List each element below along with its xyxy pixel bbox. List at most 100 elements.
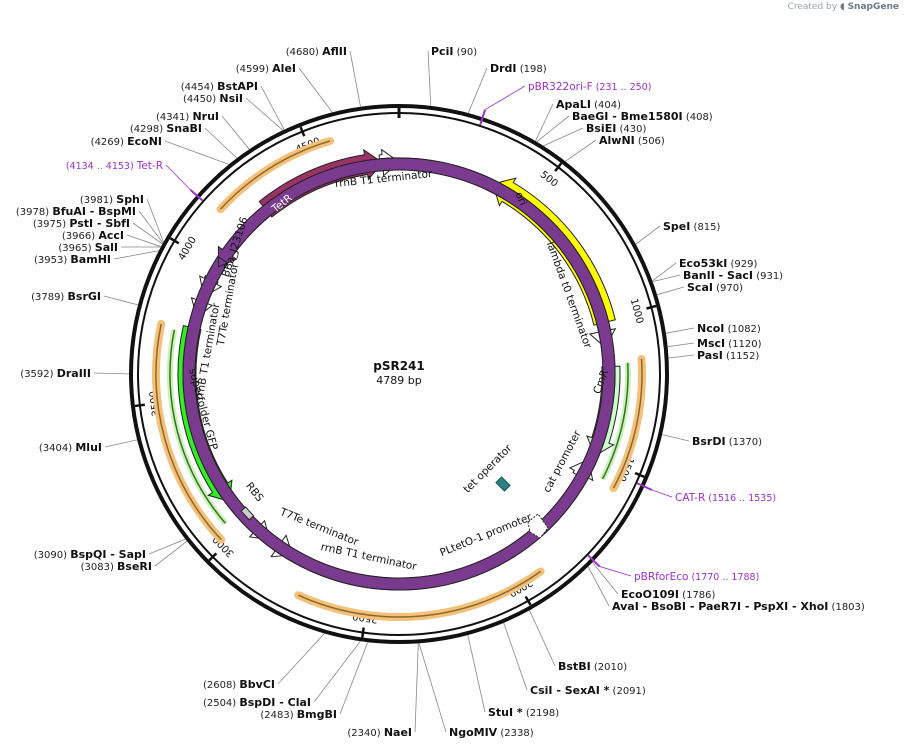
leader-line-group xyxy=(93,50,695,733)
restriction-site-label: (3953) BamHI xyxy=(34,253,111,266)
restriction-site-label: NgoMIV (2338) xyxy=(449,726,534,739)
restriction-site-label: (2340) NaeI xyxy=(347,726,412,739)
tick-mark xyxy=(208,552,218,562)
site-leader-line xyxy=(339,642,369,715)
site-leader-line xyxy=(245,97,284,131)
feature-label: T7Te terminator xyxy=(277,506,360,549)
tick-mark xyxy=(634,471,645,479)
restriction-site-label: (4450) NsiI xyxy=(183,92,243,105)
restriction-site-label: BstBI (2010) xyxy=(558,660,627,673)
restriction-site-label: (3965) SalI xyxy=(58,241,118,254)
site-leader-line xyxy=(529,610,556,667)
tick-mark xyxy=(299,126,306,137)
restriction-site-label: SpeI (815) xyxy=(663,220,721,233)
tick-mark xyxy=(646,304,657,310)
tick-mark xyxy=(169,237,180,245)
site-leader-line xyxy=(665,327,695,334)
site-leader-line xyxy=(667,342,695,348)
feature-arc xyxy=(612,358,643,489)
site-leader-line xyxy=(668,354,695,359)
restriction-site-label: (3975) PstI - SbfI xyxy=(33,217,130,230)
tick-label: 500 xyxy=(538,169,560,189)
restriction-site-label: ApaLI (404) xyxy=(556,98,621,111)
watermark-prefix: Created by xyxy=(787,2,838,12)
pltet-promoter-arrow xyxy=(527,513,549,539)
plasmid-length: 4789 bp xyxy=(376,374,421,387)
restriction-site-label: BsiEI (430) xyxy=(586,122,646,135)
restriction-site-label: Eco53kI (929) xyxy=(679,257,757,270)
site-leader-line xyxy=(656,286,685,296)
restriction-site-label: (3592) DraIII xyxy=(20,367,91,380)
restriction-site-label: (4298) SnaBI xyxy=(130,122,202,135)
restriction-site-label: (2483) BmgBI xyxy=(260,708,337,721)
restriction-site-label: AlwNI (506) xyxy=(599,134,665,147)
primer-leader-line xyxy=(651,489,673,498)
site-leader-line xyxy=(154,540,188,567)
tick-label: 4000 xyxy=(177,235,199,263)
tick-label: 1000 xyxy=(628,297,645,324)
rbs-marker xyxy=(240,506,255,521)
primer-label: (4134 .. 4153) Tet-R xyxy=(66,160,163,172)
site-leader-line xyxy=(592,562,619,595)
site-leader-line xyxy=(467,634,486,713)
restriction-site-label: (3966) AccI xyxy=(62,229,124,242)
restriction-site-label: (3978) BfuAI - BspMI xyxy=(16,205,136,218)
site-leader-line xyxy=(138,210,164,244)
tick-mark xyxy=(361,627,365,638)
restriction-site-label: CsiI - SexAI * (2091) xyxy=(530,684,646,697)
site-leader-line xyxy=(535,103,554,142)
restriction-site-label: MscI (1120) xyxy=(697,337,762,350)
site-leader-line xyxy=(104,439,138,448)
site-leader-line xyxy=(146,198,164,243)
site-leader-line xyxy=(221,115,250,150)
restriction-site-label: DrdI (198) xyxy=(490,62,547,75)
restriction-site-label: BanII - SacI (931) xyxy=(683,269,783,282)
site-leader-line xyxy=(164,140,229,165)
primer-site-mark xyxy=(189,189,204,202)
primer-label: pBRforEco (1770 .. 1788) xyxy=(634,571,759,583)
restriction-site-label: (3404) MluI xyxy=(39,441,102,454)
restriction-site-label: ScaI (970) xyxy=(687,281,743,294)
snapgene-logo-icon: ◖ xyxy=(839,2,845,12)
restriction-site-label: StuI * (2198) xyxy=(488,706,559,719)
primer-site-mark xyxy=(636,482,653,491)
site-leader-line xyxy=(427,50,432,106)
restriction-site-label: NcoI (1082) xyxy=(697,322,761,335)
site-leader-line xyxy=(204,127,238,159)
tick-mark xyxy=(524,595,532,606)
feature-label: RBS xyxy=(243,480,266,504)
site-leader-line xyxy=(652,274,681,282)
site-leader-line xyxy=(635,225,661,245)
site-leader-line xyxy=(93,372,130,375)
site-leader-line xyxy=(587,566,610,607)
restriction-site-label: (2504) BspDI - ClaI xyxy=(203,696,311,709)
feature-group xyxy=(177,148,621,591)
restriction-site-label: BaeGI - Bme1580I (408) xyxy=(572,110,713,123)
restriction-site-label: (4599) AleI xyxy=(236,62,296,75)
site-leader-line xyxy=(503,622,528,691)
restriction-site-label: (3090) BspQI - SapI xyxy=(34,548,146,561)
feature-label: ori xyxy=(513,190,529,207)
tet-operator-marker xyxy=(495,476,511,492)
feature-arc xyxy=(298,570,542,618)
site-leader-line xyxy=(313,640,361,703)
tick-mark xyxy=(134,403,146,408)
restriction-site-label: PasI (1152) xyxy=(697,349,759,362)
site-leader-line xyxy=(349,50,361,107)
bba-j23106-arrow xyxy=(182,157,616,591)
site-leader-line xyxy=(148,538,186,555)
primer-label: pBR322ori-F (231 .. 250) xyxy=(528,81,651,93)
primer-label: CAT-R (1516 .. 1535) xyxy=(675,492,776,504)
site-leader-line xyxy=(418,643,447,733)
site-leader-line xyxy=(260,85,285,130)
tick-mark xyxy=(554,162,563,172)
restriction-site-label: EcoO109I (1786) xyxy=(621,588,716,601)
primer-leader-line xyxy=(599,566,632,577)
restriction-site-label: BsrDI (1370) xyxy=(692,435,762,448)
restriction-site-label: PciI (90) xyxy=(431,45,477,58)
restriction-site-label: (4341) NruI xyxy=(156,110,219,123)
feature-arc xyxy=(219,140,331,210)
snapgene-watermark: Created by ◖ SnapGene xyxy=(788,2,899,12)
